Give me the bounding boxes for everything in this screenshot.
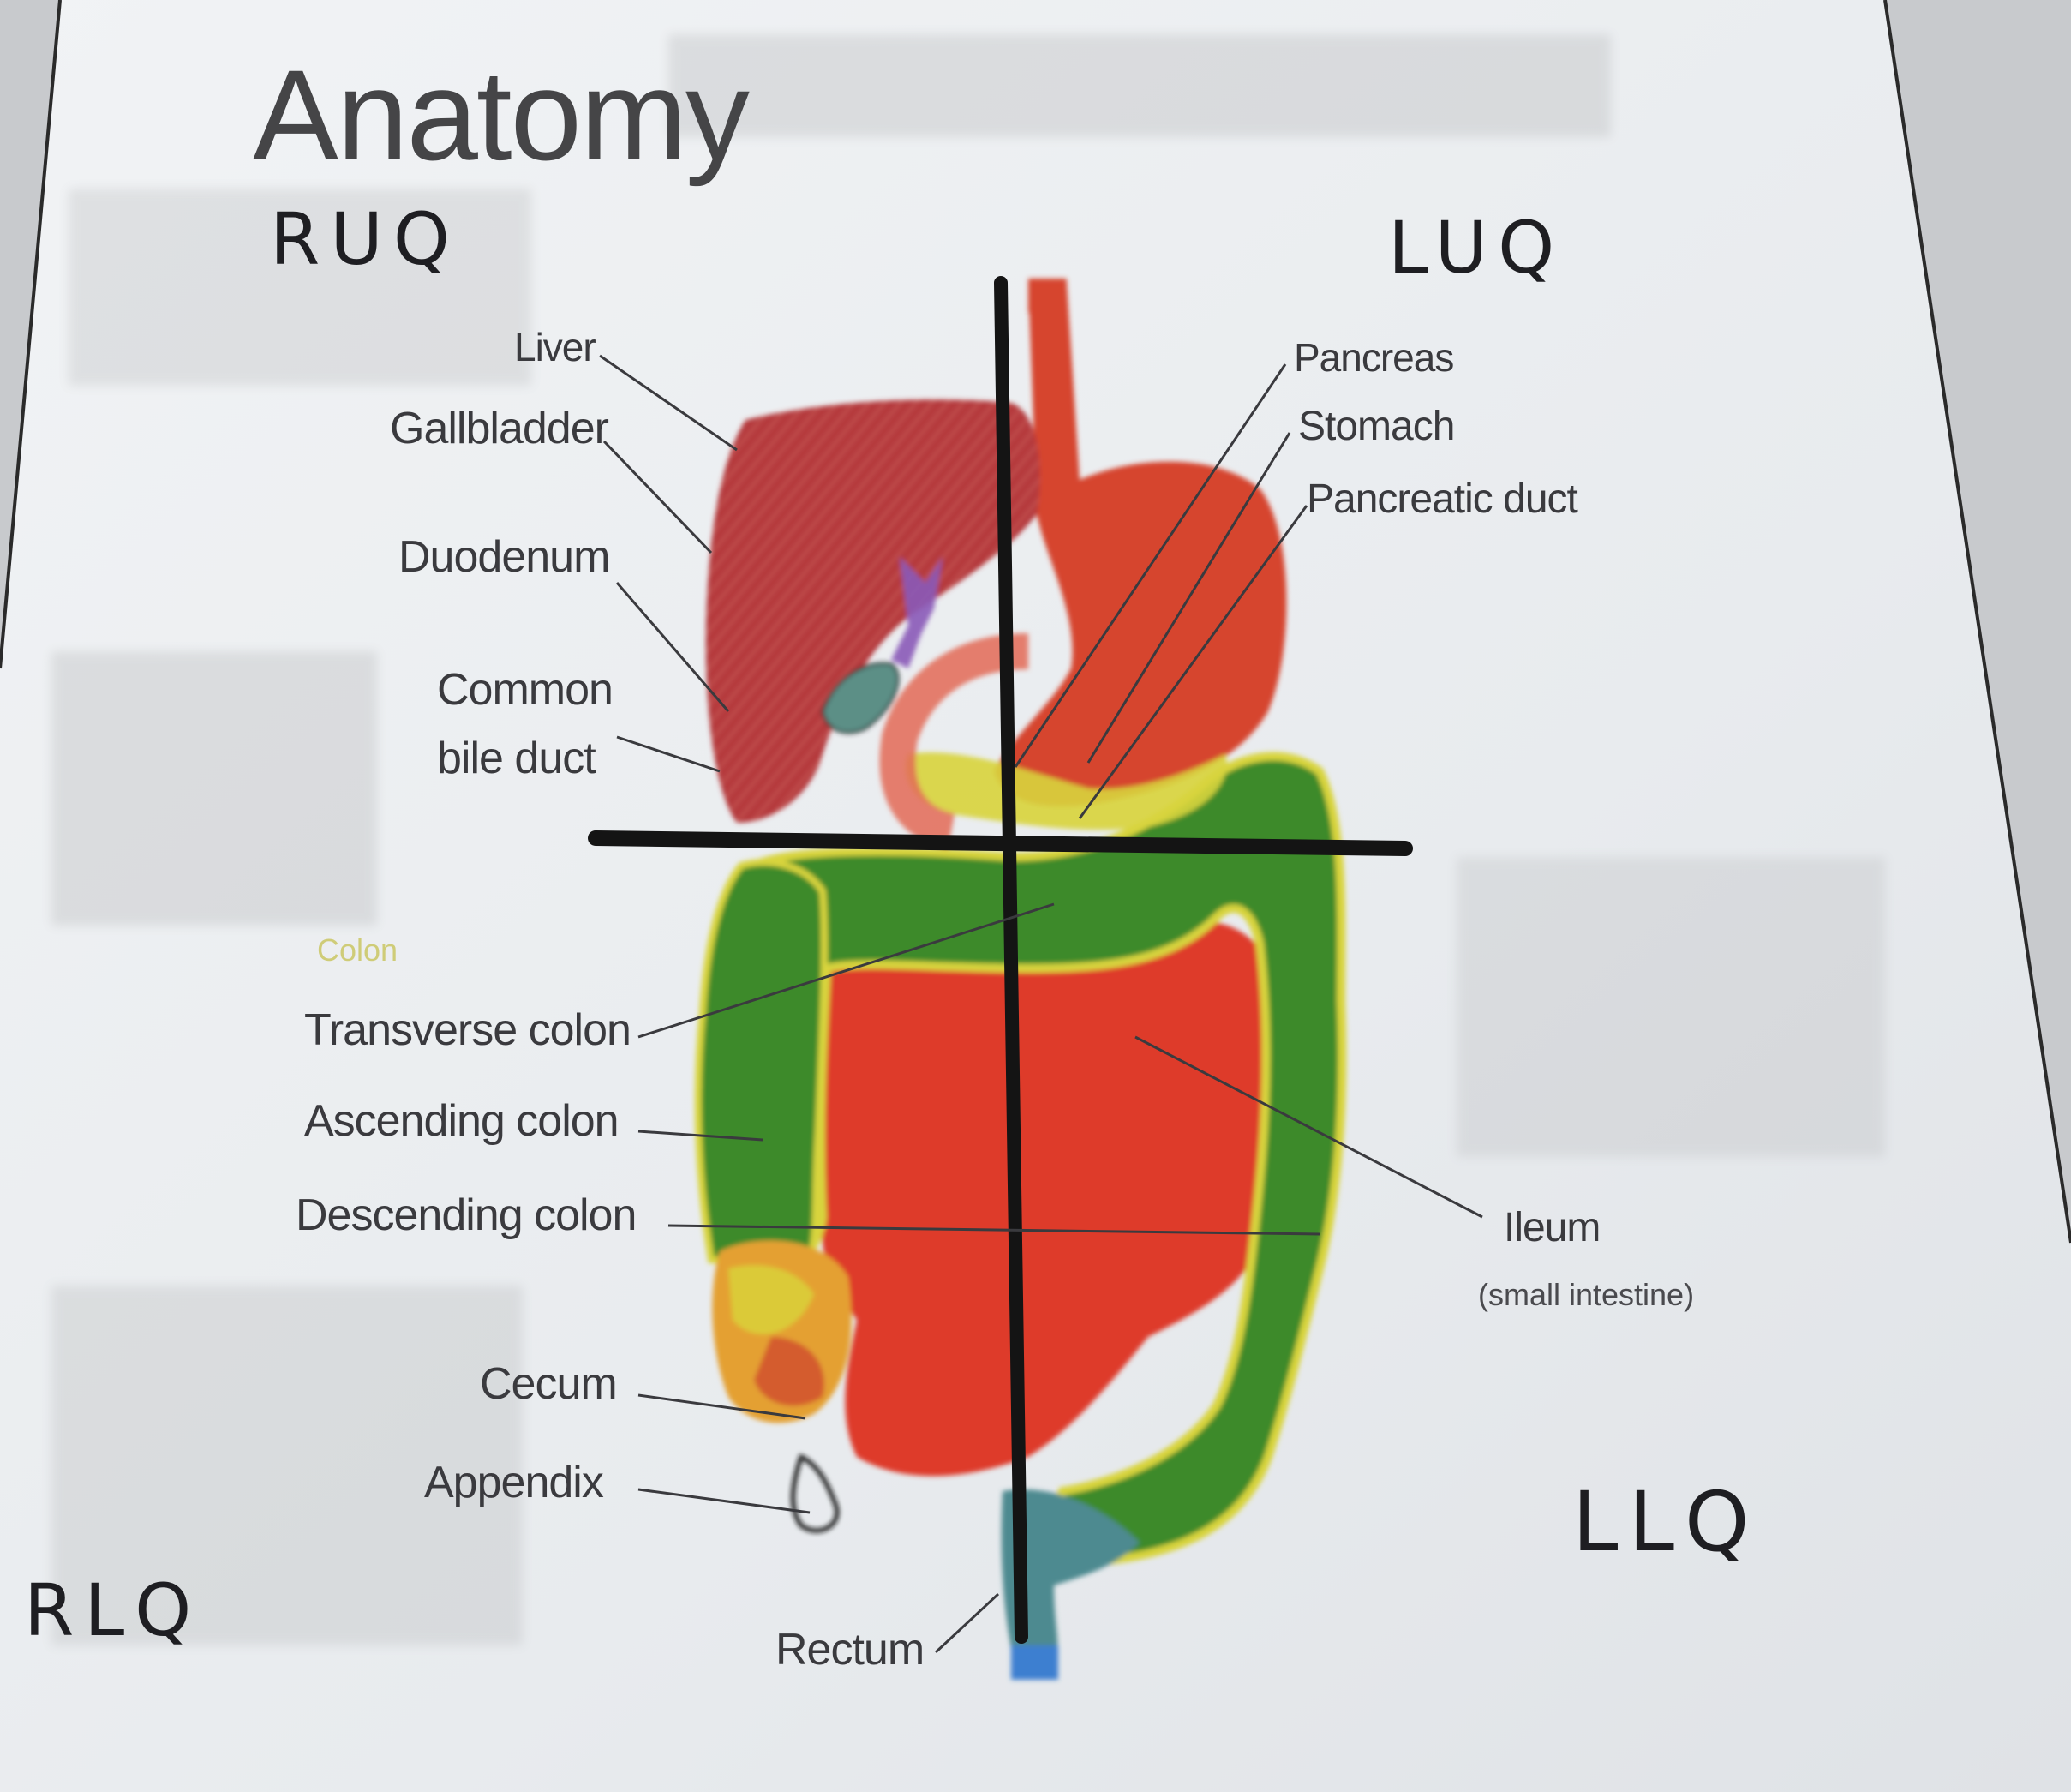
label-appendix: Appendix — [424, 1458, 604, 1507]
label-rectum: Rectum — [775, 1625, 925, 1675]
label-pancreas: Pancreas — [1294, 335, 1454, 380]
rectum-shape — [1001, 1489, 1140, 1671]
gallbladder-shape — [821, 662, 900, 734]
pancreas-shape — [906, 752, 1227, 830]
label-colon: Colon — [317, 932, 398, 968]
label-ileum-note: (small intestine) — [1478, 1277, 1695, 1312]
label-common-bile-duct-2: bile duct — [437, 734, 596, 783]
esophagus-shape — [1028, 279, 1067, 313]
label-ileum: Ileum — [1504, 1205, 1601, 1250]
small-intestine-shape — [814, 921, 1289, 1477]
label-cecum: Cecum — [480, 1359, 618, 1409]
page-title: Anatomy — [253, 43, 750, 187]
quadrant-rlq: RLQ — [24, 1568, 202, 1652]
label-descending-colon: Descending colon — [296, 1190, 637, 1240]
label-common-bile-duct-1: Common — [437, 665, 614, 715]
stomach-shape — [994, 283, 1287, 806]
label-gallbladder: Gallbladder — [390, 404, 609, 453]
label-ascending-colon: Ascending colon — [304, 1096, 620, 1146]
label-transverse-colon: Transverse colon — [304, 1005, 631, 1055]
duodenum-shape — [879, 633, 1029, 849]
quadrant-lines — [588, 276, 1413, 1644]
label-pancreatic-duct: Pancreatic duct — [1307, 476, 1578, 522]
quadrant-luq: LUQ — [1388, 206, 1565, 290]
digestive-organs — [694, 279, 1347, 1680]
paper-right-edge — [1883, 0, 2071, 1244]
liver-shape — [705, 399, 1040, 823]
leader-lines — [599, 354, 1483, 1654]
quadrant-llq: LLQ — [1572, 1474, 1760, 1570]
bile-duct-shape — [891, 557, 943, 668]
quadrant-ruq: RUQ — [270, 197, 460, 281]
label-duodenum: Duodenum — [398, 532, 610, 582]
label-liver: Liver — [514, 325, 596, 369]
appendix-shape — [791, 1453, 840, 1533]
label-stomach: Stomach — [1298, 404, 1455, 449]
paper-left-edge — [0, 0, 62, 669]
rectum-outlet — [1011, 1645, 1058, 1680]
show-through — [51, 34, 1885, 1645]
ascending-colon-shape — [694, 859, 829, 1268]
